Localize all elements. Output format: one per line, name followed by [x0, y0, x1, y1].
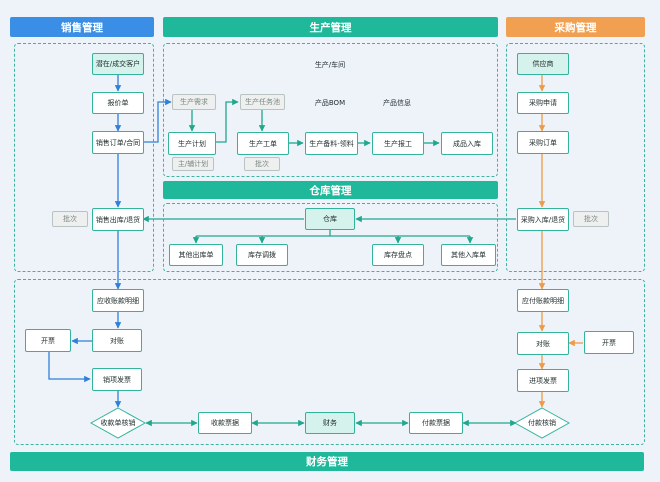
finance-node[interactable]: 财务	[305, 412, 355, 434]
customer-node[interactable]: 潜在/成交客户	[92, 53, 144, 75]
finance-region	[14, 279, 645, 445]
ar-reconcile-node[interactable]: 对账	[92, 329, 142, 352]
other-in-node[interactable]: 其他入库单	[441, 244, 496, 266]
warehouse-header: 仓库管理	[163, 181, 498, 199]
payment-verify-label: 付款核销	[528, 419, 556, 427]
purchase-region	[506, 43, 645, 272]
receivable-detail-node[interactable]: 应收账款明细	[92, 289, 144, 312]
purchase-request-node[interactable]: 采购申请	[517, 92, 569, 114]
demand-node[interactable]: 生产需求	[172, 94, 216, 110]
warehouse-region	[163, 203, 498, 272]
task-pool-node[interactable]: 生产任务池	[240, 94, 285, 110]
product-info-label: 产品信息	[383, 99, 411, 107]
arrow-plan-taskpool	[216, 98, 239, 143]
ar-invoice-node[interactable]: 开票	[25, 329, 71, 352]
purchase-invoice-node[interactable]: 进项发票	[517, 369, 569, 392]
arrow-warehouse-dist	[196, 230, 470, 237]
work-order-node[interactable]: 生产工单	[237, 132, 289, 155]
receipt-verify-label: 收款单核销	[100, 419, 136, 427]
receipt-verify-diamond[interactable]	[90, 407, 146, 439]
production-batch-tag: 批次	[244, 157, 280, 171]
arrow-order-demand	[140, 98, 172, 143]
sub-plan-tag: 主/辅计划	[172, 157, 214, 171]
purchase-header: 采购管理	[506, 17, 645, 37]
stocktake-node[interactable]: 库存盘点	[372, 244, 424, 266]
sales-region	[14, 43, 154, 272]
production-header: 生产管理	[163, 17, 498, 37]
purchase-order-node[interactable]: 采购订单	[517, 131, 569, 154]
quote-node[interactable]: 报价单	[92, 92, 144, 114]
payable-detail-node[interactable]: 应付账款明细	[517, 289, 569, 312]
finished-in-node[interactable]: 成品入库	[441, 132, 493, 155]
sales-outbound-node[interactable]: 销售出库/退货	[92, 208, 144, 231]
receipt-bill-node[interactable]: 收款票据	[198, 412, 252, 434]
ap-reconcile-node[interactable]: 对账	[517, 332, 569, 355]
warehouse-node[interactable]: 仓库	[305, 208, 355, 230]
sales-batch-tag: 批次	[52, 211, 88, 227]
bom-label: 产品BOM	[314, 99, 346, 107]
supplier-node[interactable]: 供应商	[517, 53, 569, 75]
sales-header: 销售管理	[10, 17, 154, 37]
purchase-inbound-node[interactable]: 采购入库/退货	[517, 208, 569, 231]
purchase-batch-tag: 批次	[573, 211, 609, 227]
sales-order-node[interactable]: 销售订单/合同	[92, 131, 144, 154]
arrow-invoice-salesinvoice	[48, 352, 91, 383]
payment-bill-node[interactable]: 付款票据	[409, 412, 463, 434]
sales-invoice-node[interactable]: 销项发票	[92, 368, 142, 391]
other-out-node[interactable]: 其他出库单	[169, 244, 223, 266]
ap-invoice-node[interactable]: 开票	[584, 331, 634, 354]
production-plan-node[interactable]: 生产计划	[168, 132, 216, 155]
workshop-label: 生产/车间	[314, 61, 346, 69]
material-node[interactable]: 生产备料-领料	[305, 132, 358, 155]
finance-header: 财务管理	[10, 452, 644, 471]
transfer-node[interactable]: 库存调拨	[236, 244, 288, 266]
production-region	[163, 43, 498, 177]
report-node[interactable]: 生产报工	[372, 132, 424, 155]
payment-verify-diamond[interactable]	[514, 407, 570, 439]
